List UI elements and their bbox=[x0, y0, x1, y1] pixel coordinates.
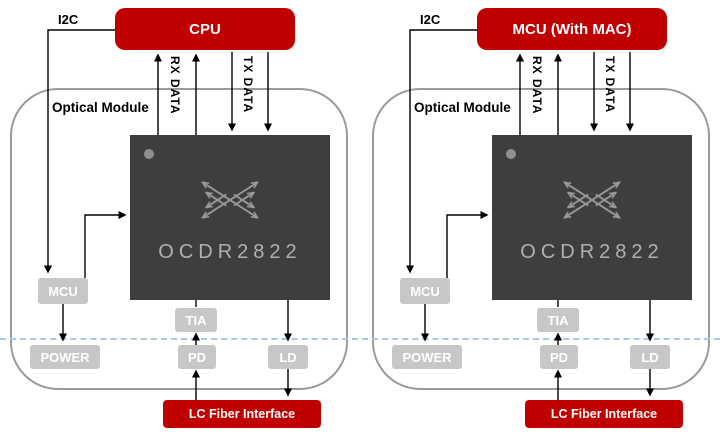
i2c-label: I2C bbox=[420, 12, 441, 27]
chip-pin1-dot bbox=[144, 149, 154, 159]
ld-box: LD bbox=[630, 345, 670, 369]
ocdr2822-chip: OCDR2822 bbox=[130, 135, 330, 300]
panel-mcu-mac-host: I2C MCU (With MAC) Optical Module RX DAT… bbox=[362, 0, 720, 440]
rx-data-label: RX DATA bbox=[168, 56, 182, 115]
panel-cpu-host: I2C CPU Optical Module RX DATA TX DATA bbox=[0, 0, 358, 440]
pd-box: PD bbox=[178, 345, 216, 369]
tia-box: TIA bbox=[175, 308, 217, 332]
optical-module-label: Optical Module bbox=[414, 100, 511, 115]
chip-part-number: OCDR2822 bbox=[158, 241, 302, 263]
chip-logo-icon bbox=[182, 171, 278, 229]
tx-data-label: TX DATA bbox=[603, 56, 617, 114]
optical-module-label: Optical Module bbox=[52, 100, 149, 115]
chip-pin1-dot bbox=[506, 149, 516, 159]
ocdr2822-chip: OCDR2822 bbox=[492, 135, 692, 300]
lc-fiber-interface-box: LC Fiber Interface bbox=[163, 400, 321, 428]
i2c-label: I2C bbox=[58, 12, 79, 27]
power-box: POWER bbox=[30, 345, 100, 369]
rx-data-label: RX DATA bbox=[530, 56, 544, 115]
tia-box: TIA bbox=[537, 308, 579, 332]
internal-boundary-dashed-line bbox=[0, 338, 720, 340]
host-box-mcu-mac: MCU (With MAC) bbox=[477, 8, 667, 50]
mcu-box: MCU bbox=[400, 278, 450, 304]
pd-box: PD bbox=[540, 345, 578, 369]
optical-module-outline bbox=[10, 88, 348, 390]
host-box-cpu: CPU bbox=[115, 8, 295, 50]
optical-module-outline bbox=[372, 88, 710, 390]
tx-data-label: TX DATA bbox=[241, 56, 255, 114]
chip-logo-icon bbox=[544, 171, 640, 229]
power-box: POWER bbox=[392, 345, 462, 369]
chip-part-number: OCDR2822 bbox=[520, 241, 664, 263]
ld-box: LD bbox=[268, 345, 308, 369]
mcu-box: MCU bbox=[38, 278, 88, 304]
lc-fiber-interface-box: LC Fiber Interface bbox=[525, 400, 683, 428]
